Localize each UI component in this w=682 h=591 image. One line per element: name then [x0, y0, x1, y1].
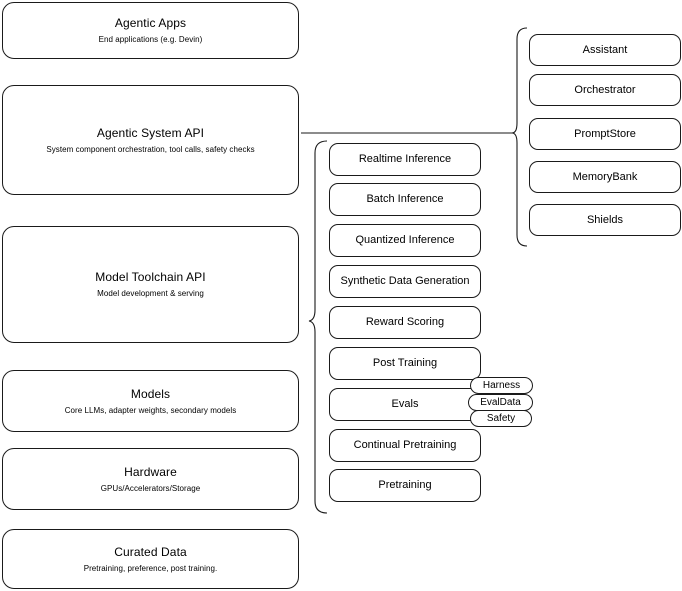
layer-subtitle: System component orchestration, tool cal…	[46, 144, 255, 154]
layer-subtitle: Model development & serving	[97, 289, 204, 298]
layer-subtitle: Core LLMs, adapter weights, secondary mo…	[64, 405, 237, 415]
brace-toolchain-components	[308, 140, 328, 514]
eval-pill-harness[interactable]: Harness	[470, 377, 533, 394]
component-quantized-inference[interactable]: Quantized Inference	[329, 224, 481, 257]
component-continual-pretraining[interactable]: Continual Pretraining	[329, 429, 481, 462]
layer-model-toolchain-api[interactable]: Model Toolchain API Model development & …	[2, 226, 299, 343]
component-synthetic-data-generation[interactable]: Synthetic Data Generation	[329, 265, 481, 298]
component-orchestrator[interactable]: Orchestrator	[529, 74, 681, 106]
layer-subtitle: Pretraining, preference, post training.	[83, 563, 218, 573]
eval-pill-safety[interactable]: Safety	[470, 410, 532, 427]
component-evals[interactable]: Evals	[329, 388, 481, 421]
layer-subtitle: End applications (e.g. Devin)	[98, 35, 203, 44]
component-memorybank[interactable]: MemoryBank	[529, 161, 681, 193]
layer-agentic-apps[interactable]: Agentic Apps End applications (e.g. Devi…	[2, 2, 299, 59]
eval-pill-evaldata[interactable]: EvalData	[468, 394, 533, 411]
layer-title: Curated Data	[114, 544, 187, 559]
layer-hardware[interactable]: Hardware GPUs/Accelerators/Storage	[2, 448, 299, 510]
layer-title: Agentic Apps	[114, 16, 187, 30]
layer-subtitle: GPUs/Accelerators/Storage	[100, 483, 201, 493]
layer-title: Model Toolchain API	[95, 270, 206, 284]
layer-curated-data[interactable]: Curated Data Pretraining, preference, po…	[2, 529, 299, 589]
layer-title: Agentic System API	[96, 125, 205, 140]
component-shields[interactable]: Shields	[529, 204, 681, 236]
layer-agentic-system-api[interactable]: Agentic System API System component orch…	[2, 85, 299, 195]
component-assistant[interactable]: Assistant	[529, 34, 681, 66]
brace-system-components	[511, 27, 528, 247]
component-promptstore[interactable]: PromptStore	[529, 118, 681, 150]
component-reward-scoring[interactable]: Reward Scoring	[329, 306, 481, 339]
layer-title: Models	[130, 386, 171, 401]
component-batch-inference[interactable]: Batch Inference	[329, 183, 481, 216]
component-pretraining[interactable]: Pretraining	[329, 469, 481, 502]
layer-models[interactable]: Models Core LLMs, adapter weights, secon…	[2, 370, 299, 432]
layer-title: Hardware	[124, 464, 177, 479]
component-post-training[interactable]: Post Training	[329, 347, 481, 380]
component-realtime-inference[interactable]: Realtime Inference	[329, 143, 481, 176]
